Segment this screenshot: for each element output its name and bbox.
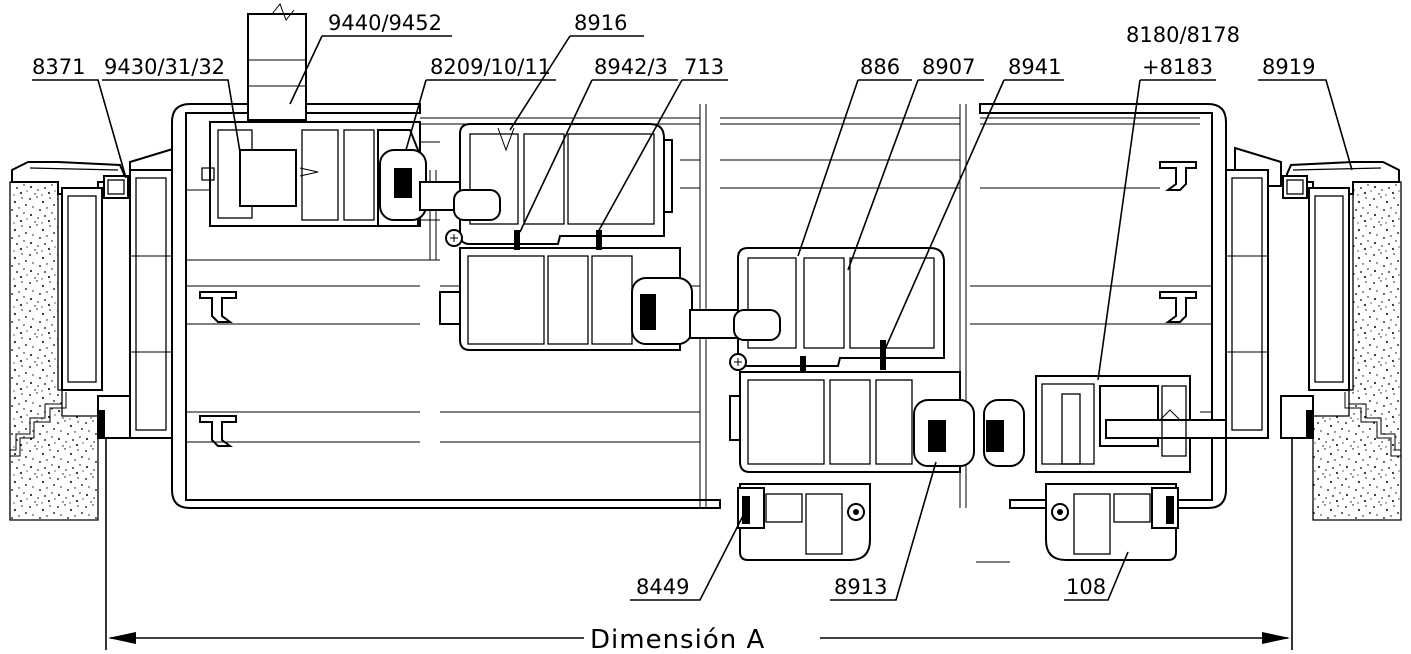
- label-8913: 8913: [834, 575, 887, 599]
- label-8183: +8183: [1142, 55, 1213, 79]
- outer-frame-right: [979, 103, 1269, 509]
- right-interlock-profile: [1035, 375, 1227, 473]
- bottom-profile-right: [1045, 483, 1179, 561]
- left-trim-profile: [11, 146, 177, 439]
- label-8919: 8919: [1262, 55, 1315, 79]
- label-8371: 8371: [32, 55, 85, 79]
- label-713: 713: [684, 55, 724, 79]
- leader-lines: [32, 35, 1353, 601]
- top-guide-profile: [201, 3, 497, 227]
- label-8916: 8916: [574, 11, 627, 35]
- label-108: 108: [1066, 575, 1106, 599]
- dimension-line: [105, 438, 1293, 650]
- part-labels: 8371 9430/31/32 9440/9452 8209/10/11 891…: [32, 11, 1315, 654]
- outer-frame-left: [129, 103, 721, 509]
- right-sash-lower: [729, 371, 1025, 473]
- left-sash-lower: [439, 229, 781, 351]
- label-8941: 8941: [1008, 55, 1061, 79]
- label-8180-8178: 8180/8178: [1126, 23, 1240, 47]
- label-8942: 8942/3: [594, 55, 668, 79]
- right-sash-upper: [729, 247, 945, 376]
- left-wall: [9, 181, 99, 521]
- bottom-profile-left: [737, 483, 871, 561]
- right-wall: [1312, 181, 1402, 521]
- label-9430: 9430/31/32: [104, 55, 225, 79]
- dimension-label: Dimensión A: [590, 625, 765, 654]
- label-8209: 8209/10/11: [430, 55, 551, 79]
- label-8449: 8449: [636, 575, 689, 599]
- label-9440: 9440/9452: [328, 11, 442, 35]
- label-886: 886: [860, 55, 900, 79]
- left-sash-upper: [453, 123, 673, 245]
- label-8907: 8907: [922, 55, 975, 79]
